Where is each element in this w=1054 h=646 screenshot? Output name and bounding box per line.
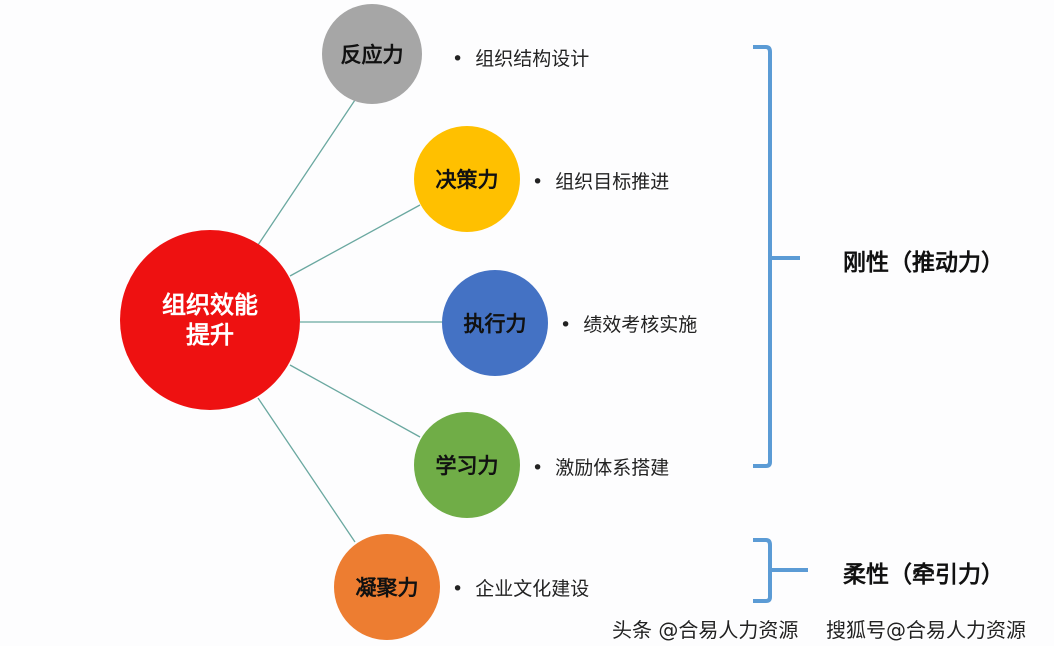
node-decision: 决策力 (414, 126, 520, 232)
connector-line (257, 99, 356, 246)
center-node: 组织效能提升 (120, 230, 300, 410)
watermark: 搜狐号@合易人力资源 (826, 618, 1026, 642)
node-learning: 学习力 (414, 412, 520, 518)
watermark: 头条 @合易人力资源 (612, 618, 799, 642)
item-label: 绩效考核实施 (560, 310, 697, 337)
node-reaction: 反应力 (322, 4, 422, 104)
connector-line (289, 204, 421, 277)
bracket-rigid (753, 45, 800, 468)
node-cohesion: 凝聚力 (334, 534, 440, 640)
item-label: 组织结构设计 (452, 44, 589, 71)
item-label: 企业文化建设 (452, 574, 589, 601)
item-label: 组织目标推进 (532, 167, 669, 194)
node-execution: 执行力 (442, 270, 548, 376)
group-rigid-label: 刚性（推动力） (843, 250, 1004, 276)
item-label: 激励体系搭建 (532, 453, 669, 480)
bracket-soft (753, 538, 808, 603)
connector-line (257, 397, 356, 543)
group-soft-label: 柔性（牵引力） (843, 562, 1004, 588)
connector-line (289, 364, 421, 438)
